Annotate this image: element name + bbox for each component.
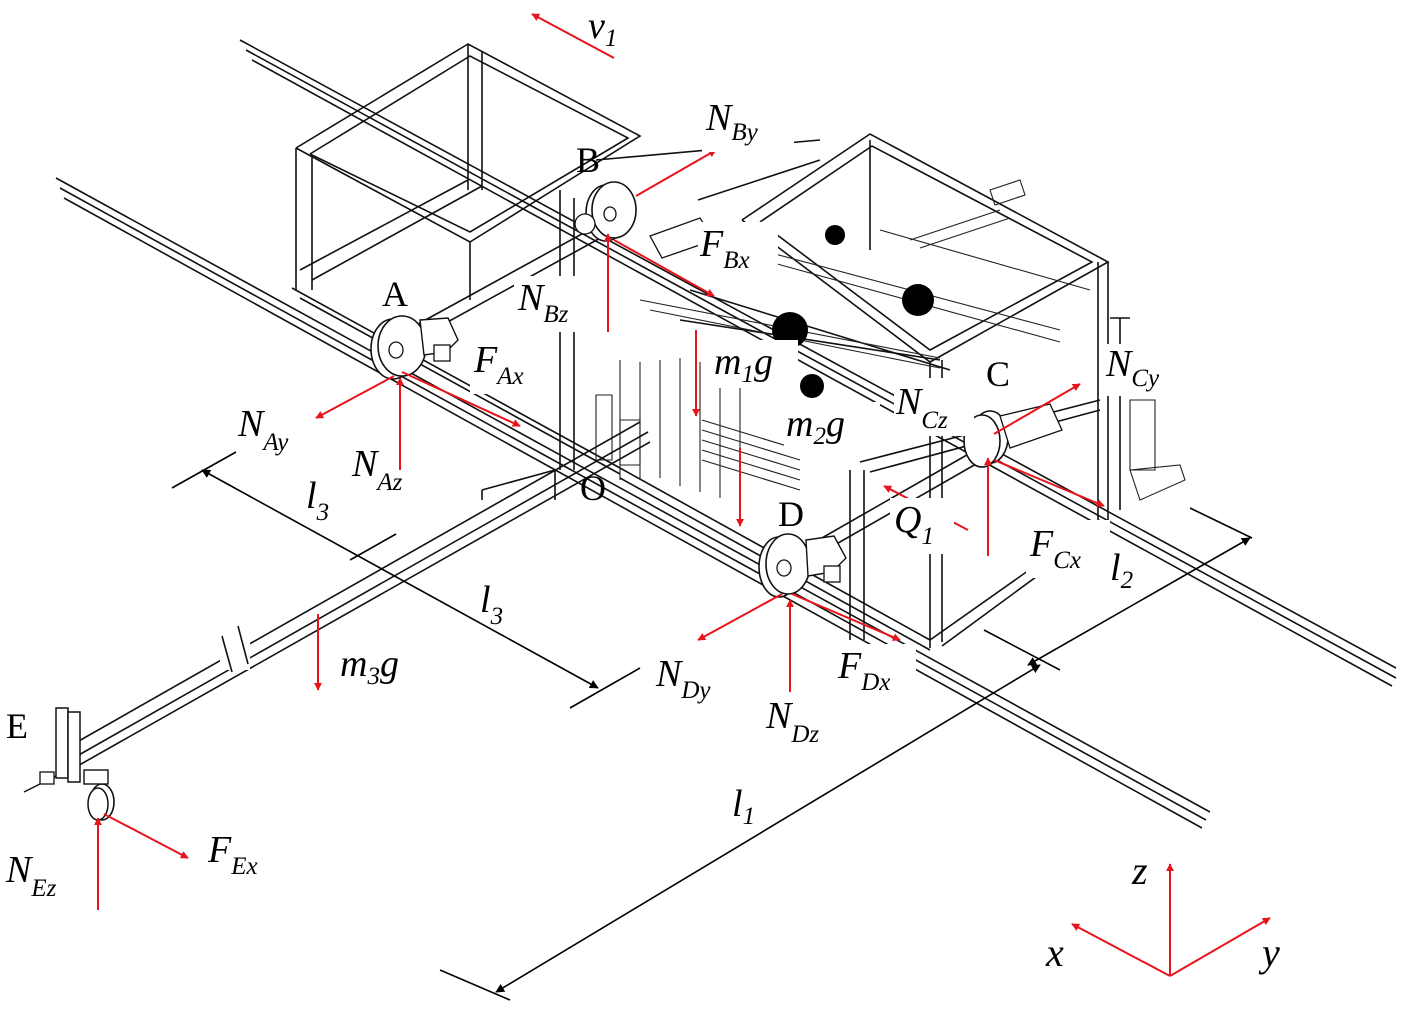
point-A-label: A bbox=[382, 274, 408, 314]
y-axis-label: y bbox=[1258, 930, 1280, 975]
labels: v1 B A C D E O NBy FBx NBz FAx NAy NAz m… bbox=[5, 5, 1160, 902]
force-NAz-label: NAz bbox=[351, 443, 403, 496]
x-axis-label: x bbox=[1045, 930, 1064, 975]
point-B-label: B bbox=[576, 140, 600, 180]
y-axis-arrow bbox=[1169, 917, 1271, 977]
force-NDy-label: NDy bbox=[655, 653, 711, 704]
weight-Q1-label: Q1 bbox=[894, 499, 934, 550]
force-NBz-label: NBz bbox=[517, 277, 569, 328]
force-FAx-label: FAx bbox=[473, 339, 524, 390]
arrow-FEx bbox=[103, 813, 189, 859]
z-axis-label: z bbox=[1131, 848, 1148, 893]
wheel-b bbox=[574, 181, 715, 259]
wheel-d bbox=[758, 533, 847, 598]
arrow-FDx bbox=[791, 593, 901, 641]
arrow-NBy bbox=[635, 149, 717, 197]
weight-m1g-label: m1g bbox=[714, 341, 773, 388]
point-C-label: C bbox=[986, 354, 1010, 394]
point-O-label: O bbox=[580, 468, 606, 508]
dimension-l1-label: l1 bbox=[732, 783, 755, 830]
velocity-label: v1 bbox=[588, 5, 617, 52]
dimension-l3-lower-label: l3 bbox=[480, 579, 503, 630]
weight-m3g-label: m3g bbox=[340, 643, 399, 690]
arrow-FAx bbox=[401, 371, 521, 427]
force-NEz-label: NEz bbox=[5, 849, 57, 902]
wheel-a bbox=[370, 315, 459, 380]
weight-m2g-label: m2g bbox=[786, 403, 845, 450]
dimension-lines bbox=[171, 451, 1253, 1001]
coordinate-axes: z x y bbox=[1045, 848, 1280, 977]
force-NCy-label: NCy bbox=[1105, 343, 1160, 392]
force-NAy-label: NAy bbox=[237, 403, 289, 456]
wheel-c bbox=[963, 403, 1063, 468]
caster-e bbox=[23, 707, 115, 821]
dimension-l3-upper-label: l3 bbox=[306, 475, 329, 526]
rear-frame bbox=[291, 43, 642, 475]
force-FDx-label: FDx bbox=[837, 645, 890, 696]
arrow-NAy bbox=[315, 375, 395, 419]
force-arrows bbox=[94, 13, 1105, 910]
point-D-label: D bbox=[778, 494, 804, 534]
force-FBx-label: FBx bbox=[699, 223, 750, 274]
arrow-FCx bbox=[993, 459, 1105, 507]
velocity-arrow bbox=[531, 13, 615, 59]
dimension-l2-label: l2 bbox=[1110, 547, 1133, 594]
force-NDz-label: NDz bbox=[765, 695, 819, 748]
x-axis-arrow bbox=[1071, 923, 1171, 977]
mechanism-detail bbox=[595, 179, 1186, 502]
point-E-label: E bbox=[6, 706, 28, 746]
force-NBy-label: NBy bbox=[705, 97, 759, 146]
arrow-FBx bbox=[613, 239, 715, 297]
label-backgrounds bbox=[470, 96, 1200, 696]
arrow-NCy bbox=[993, 383, 1081, 435]
force-FCx-label: FCx bbox=[1029, 523, 1081, 574]
force-NCz-label: NCz bbox=[895, 381, 948, 434]
force-FEx-label: FEx bbox=[207, 829, 258, 880]
arrow-NDy bbox=[697, 593, 783, 641]
